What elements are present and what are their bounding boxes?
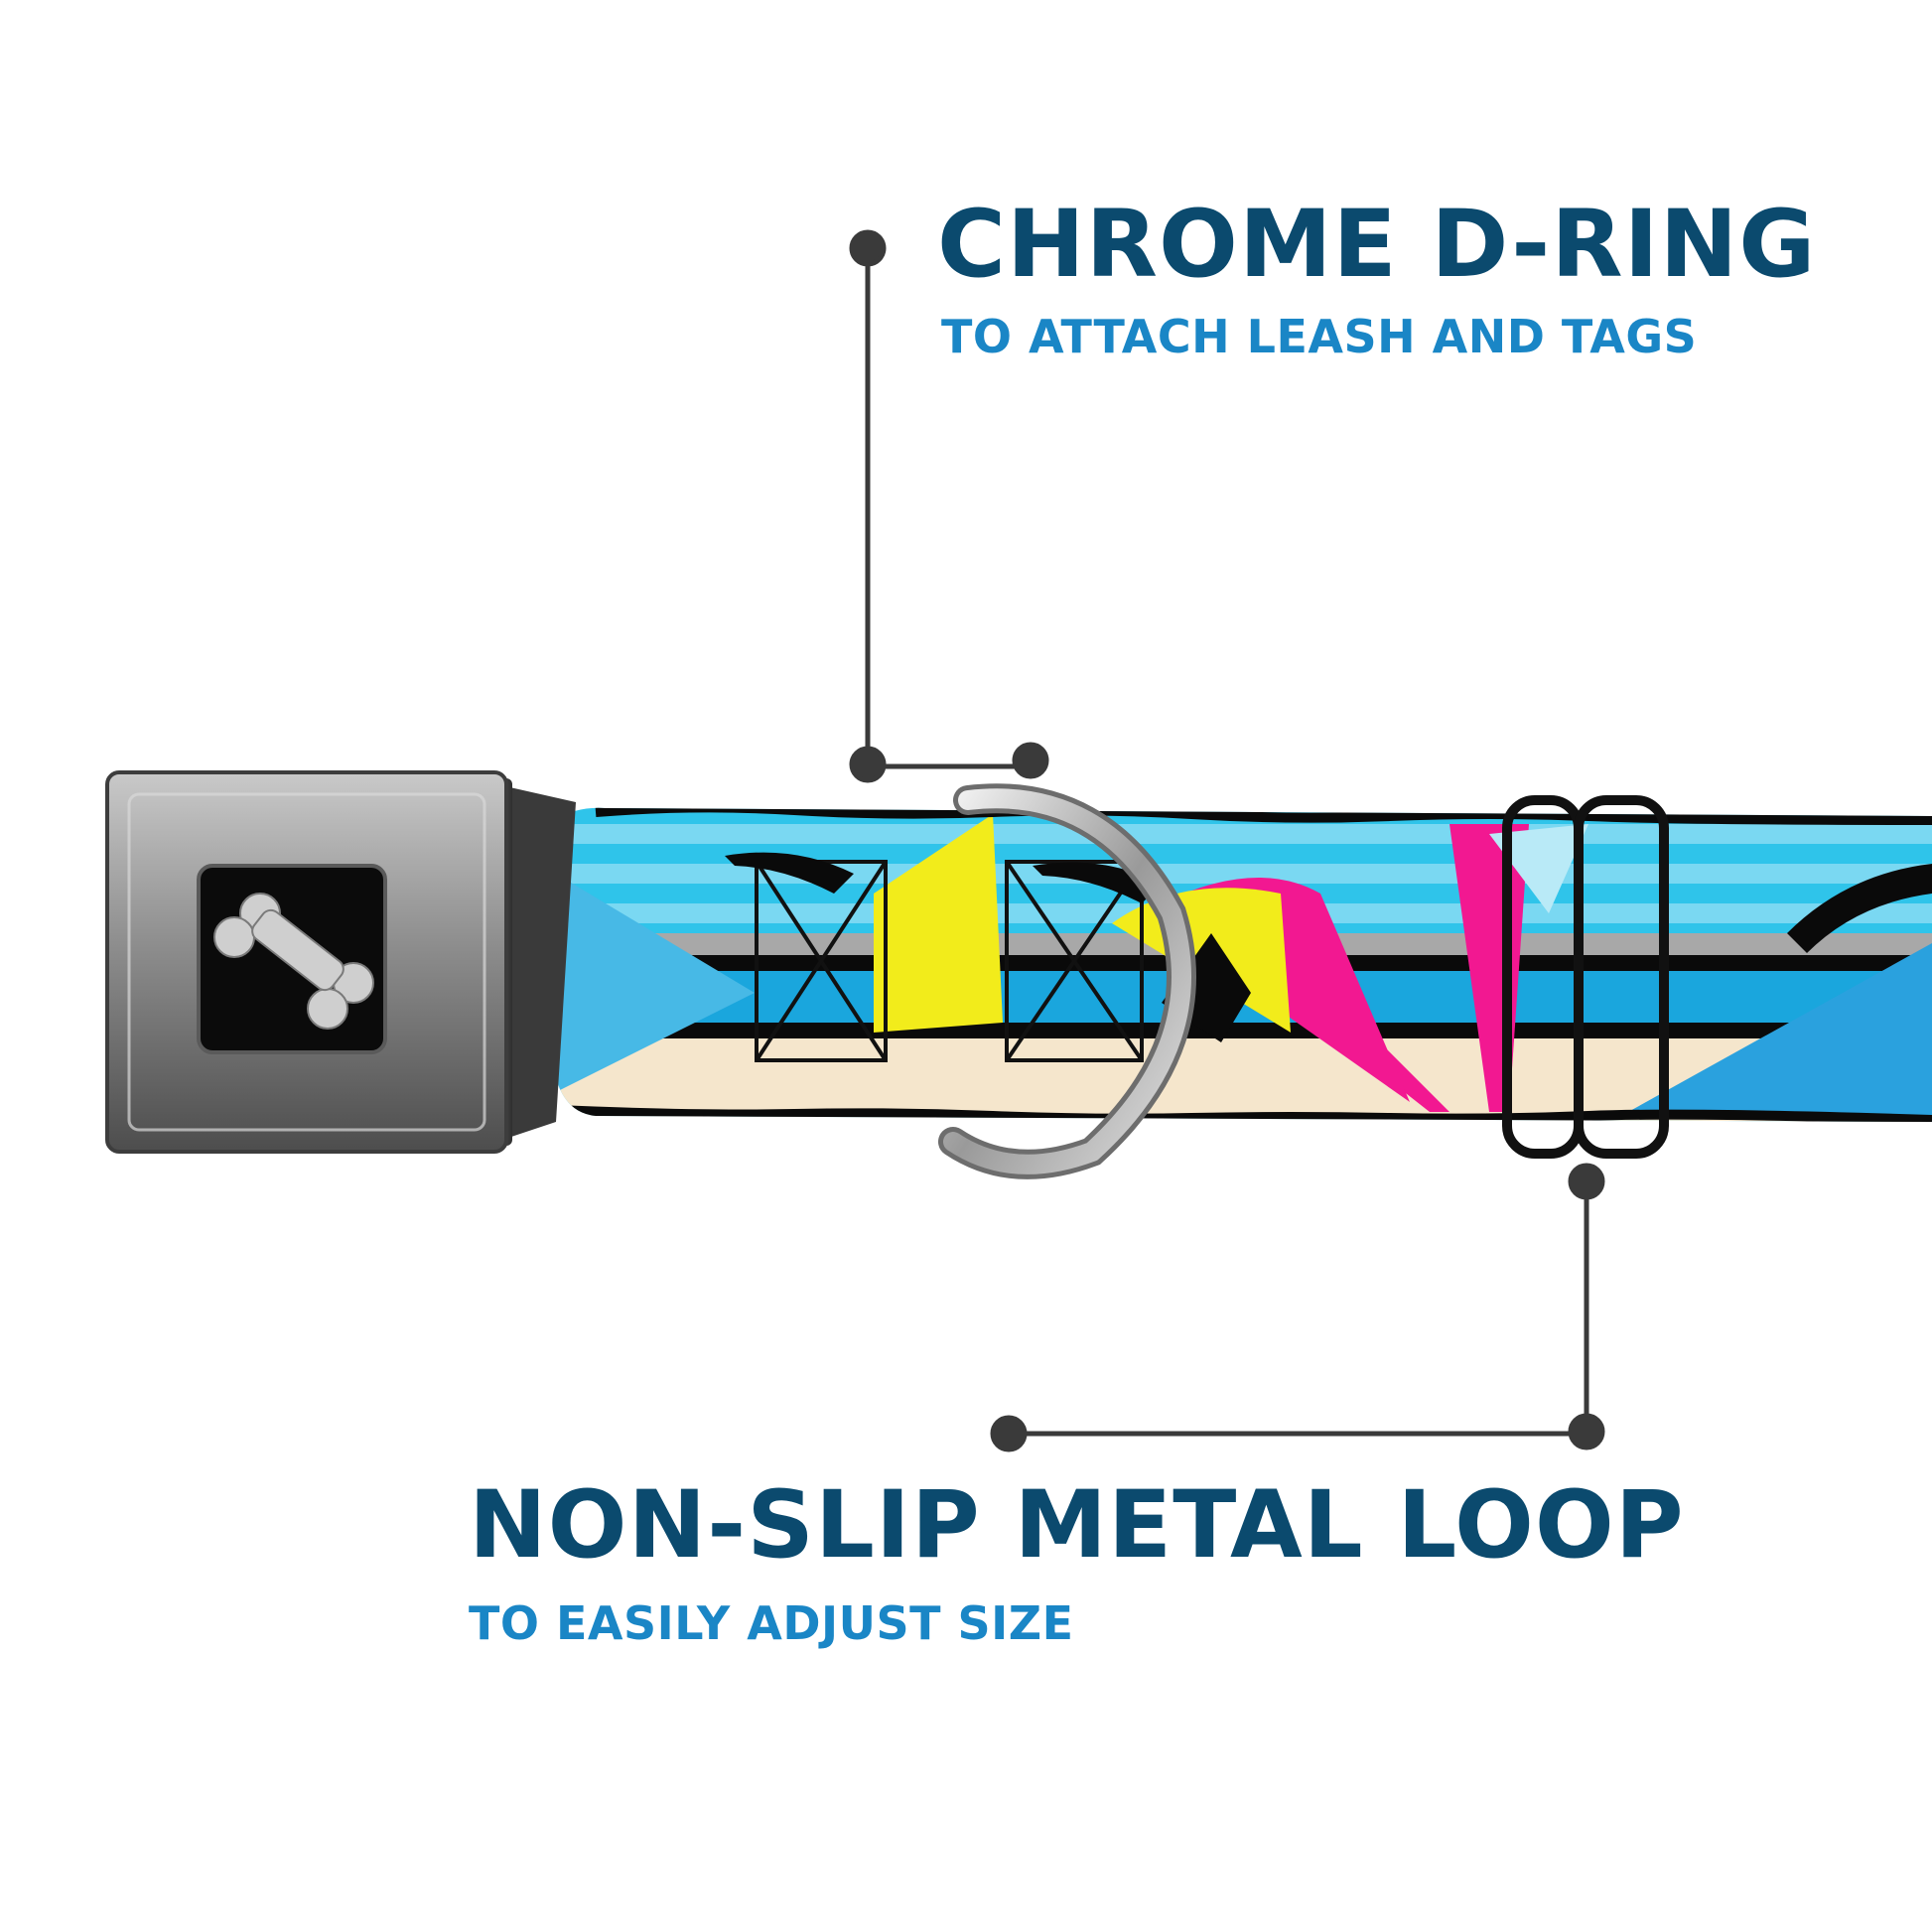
- dring-callout-subtitle: TO ATTACH LEASH AND TAGS: [941, 310, 1698, 363]
- collar-strap: [552, 807, 1932, 1122]
- buckle-webbing: [496, 784, 576, 1142]
- seatbelt-buckle[interactable]: [105, 770, 512, 1154]
- bone-icon: [213, 893, 374, 1030]
- loop-callout-subtitle: TO EASILY ADJUST SIZE: [469, 1596, 1074, 1650]
- loop-leader-line: [990, 1163, 1605, 1452]
- chrome-d-ring: [938, 783, 1196, 1179]
- non-slip-metal-loop: [1502, 795, 1669, 1159]
- loop-callout-title: NON-SLIP METAL LOOP: [469, 1471, 1685, 1580]
- dring-leader-line: [849, 229, 1049, 783]
- dring-callout-title: CHROME D-RING: [937, 191, 1817, 299]
